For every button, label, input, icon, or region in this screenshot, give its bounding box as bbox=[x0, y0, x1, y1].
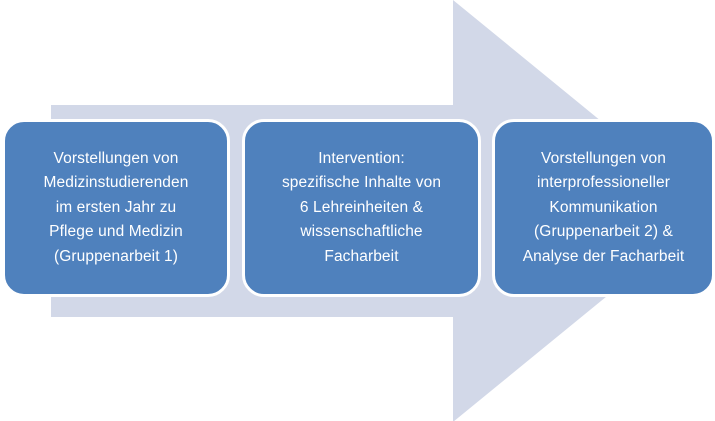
stage-2-label: Intervention: spezifische Inhalte von 6 … bbox=[281, 149, 442, 265]
stage-box-3[interactable]: Vorstellungen von interprofessioneller K… bbox=[492, 119, 715, 297]
stage-box-1[interactable]: Vorstellungen von Medizinstudierenden im… bbox=[2, 119, 230, 297]
stage-box-2[interactable]: Intervention: spezifische Inhalte von 6 … bbox=[242, 119, 481, 297]
stage-1-label: Vorstellungen von Medizinstudierenden im… bbox=[43, 149, 189, 265]
stage-3-label: Vorstellungen von interprofessioneller K… bbox=[522, 149, 685, 265]
